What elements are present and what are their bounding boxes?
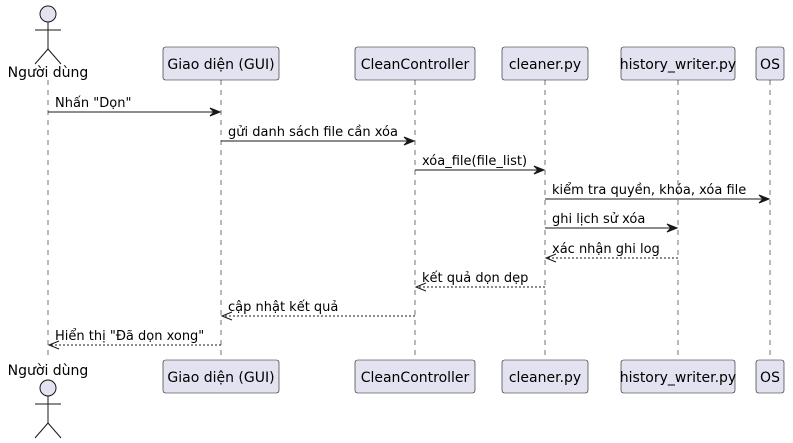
message-7: kết quả dọn dẹp: [414, 271, 545, 292]
message-2: gửi danh sách file cần xóa: [221, 125, 416, 146]
participant-label-controller: CleanController: [361, 370, 470, 386]
actor-figure-top: [34, 5, 62, 65]
arrowhead-filled: [666, 223, 679, 233]
message-label: ghi lịch sử xóa: [552, 212, 645, 227]
participant-label-os: OS: [760, 370, 780, 386]
participant-box-history-top: [620, 46, 736, 81]
actor-leg-left: [34, 422, 49, 439]
participant-label-cleaner: cleaner.py: [509, 57, 581, 73]
participants-bottom: Người dùng Giao diện (GUI) CleanController…: [8, 359, 785, 439]
message-label: xóa_file(file_list): [422, 154, 527, 169]
participant-box-os-top: [755, 46, 785, 81]
message-label: xác nhận ghi log: [552, 242, 660, 257]
participant-box-history-bottom: [620, 359, 736, 394]
participant-label-os: OS: [760, 57, 780, 73]
arrowhead-open: [47, 340, 60, 350]
message-label: Nhấn "Dọn": [55, 96, 131, 111]
actor-head: [39, 379, 57, 397]
arrowhead-open: [414, 282, 427, 292]
participant-box-cleaner-bottom: [501, 359, 589, 394]
actor-leg-left: [34, 48, 49, 65]
participants-top: Người dùng Giao diện (GUI) CleanController…: [8, 5, 785, 81]
arrowhead-open: [544, 253, 557, 263]
message-label: kiểm tra quyền, khóa, xóa file: [552, 183, 746, 198]
message-label: kết quả dọn dẹp: [422, 271, 528, 286]
messages: Nhấn "Dọn" gửi danh sách file cần xóa xóa_…: [47, 96, 771, 350]
arrowhead-filled: [533, 165, 546, 175]
message-6: xác nhận ghi log: [544, 242, 678, 263]
participant-box-gui-bottom: [162, 359, 280, 394]
actor-leg-right: [47, 48, 62, 65]
participant-label-history: history_writer.py: [620, 57, 736, 73]
actor-head: [39, 5, 57, 23]
actor-figure-bottom: [34, 379, 62, 439]
participant-box-controller-top: [354, 46, 476, 81]
participant-box-gui-top: [162, 46, 280, 81]
participant-label-gui: Giao diện (GUI): [167, 370, 274, 386]
participant-label-controller: CleanController: [361, 57, 470, 73]
arrowhead-filled: [758, 194, 771, 204]
arrowhead-filled: [403, 136, 416, 146]
message-4: kiểm tra quyền, khóa, xóa file: [545, 183, 771, 204]
participant-label-history: history_writer.py: [620, 370, 736, 386]
message-3: xóa_file(file_list): [415, 154, 546, 175]
message-label: gửi danh sách file cần xóa: [228, 125, 398, 140]
message-5: ghi lịch sử xóa: [545, 212, 679, 233]
participant-label-user: Người dùng: [8, 65, 89, 81]
arrowhead-open: [220, 311, 233, 321]
participant-box-os-bottom: [755, 359, 785, 394]
message-9: Hiển thị "Đã dọn xong": [47, 329, 221, 350]
actor-leg-right: [47, 422, 62, 439]
participant-label-gui: Giao diện (GUI): [167, 57, 274, 73]
lifelines: [47, 80, 771, 360]
participant-box-controller-bottom: [354, 359, 476, 394]
participant-label-cleaner: cleaner.py: [509, 370, 581, 386]
participant-box-cleaner-top: [501, 46, 589, 81]
message-8: cập nhật kết quả: [220, 300, 415, 321]
participant-label-user: Người dùng: [8, 363, 89, 379]
message-1: Nhấn "Dọn": [48, 96, 222, 117]
message-label: cập nhật kết quả: [228, 300, 338, 315]
arrowhead-filled: [209, 107, 222, 117]
message-label: Hiển thị "Đã dọn xong": [55, 329, 204, 344]
